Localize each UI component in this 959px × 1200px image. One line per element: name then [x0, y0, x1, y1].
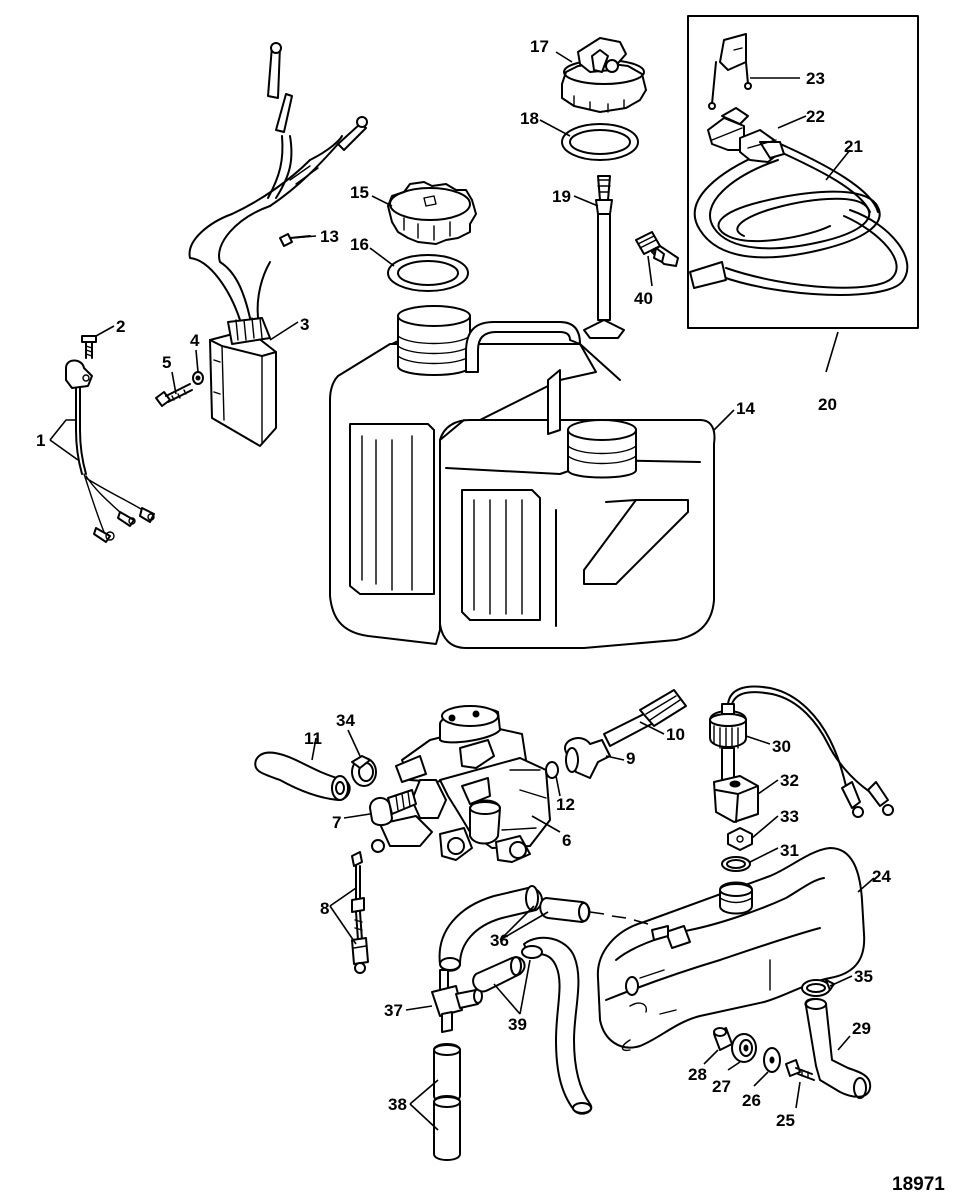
- callout-37: 37: [384, 1001, 403, 1020]
- part-22-connector: [707, 107, 785, 163]
- part-40-fitting: [635, 231, 679, 267]
- part-14-fuel-tanks: [329, 305, 716, 649]
- callout-16: 16: [350, 235, 369, 254]
- callout-30: 30: [772, 737, 791, 756]
- part-12-o-ring: [545, 761, 559, 779]
- part-38-hoses: [433, 1043, 461, 1161]
- callout-19: 19: [552, 187, 571, 206]
- callout-40: 40: [634, 289, 653, 308]
- callout-27: 27: [712, 1077, 731, 1096]
- callout-18: 18: [520, 109, 539, 128]
- callout-20: 20: [818, 395, 837, 414]
- callout-34: 34: [336, 711, 355, 730]
- part-3-module: [188, 42, 368, 447]
- part-23-bracket: [708, 33, 752, 110]
- part-6-fuel-pump: [371, 705, 551, 863]
- part-26-washer: [763, 1047, 781, 1073]
- part-9-fitting: [564, 737, 611, 779]
- part-20-kit-box: [687, 15, 919, 329]
- part-13-screw: [279, 233, 311, 247]
- callout-39: 39: [508, 1015, 527, 1034]
- callout-31: 31: [780, 841, 799, 860]
- part-29-hose: [804, 998, 872, 1099]
- callout-11: 11: [304, 729, 322, 748]
- callout-22: 22: [806, 107, 825, 126]
- part-36-hose: [438, 885, 649, 972]
- callout-12: 12: [556, 795, 575, 814]
- part-35-clamp: [801, 979, 835, 997]
- part-16-gasket: [387, 254, 469, 292]
- callout-13: 13: [320, 227, 339, 246]
- callout-6: 6: [562, 831, 571, 850]
- leader-lines: [49, 51, 875, 1131]
- callout-25: 25: [776, 1111, 795, 1130]
- callout-26: 26: [742, 1091, 761, 1110]
- callout-2: 2: [116, 317, 125, 336]
- part-27-grommet: [731, 1033, 757, 1063]
- callout-1: 1: [36, 431, 45, 450]
- callout-32: 32: [780, 771, 799, 790]
- part-19-pickup-tube: [583, 175, 625, 339]
- part-11-hose: [254, 751, 351, 801]
- part-5-bolt: [155, 383, 193, 407]
- callout-24: 24: [872, 867, 891, 886]
- callout-4: 4: [190, 331, 200, 350]
- callout-15: 15: [350, 183, 369, 202]
- callout-23: 23: [806, 69, 825, 88]
- callout-36: 36: [490, 931, 509, 950]
- callout-28: 28: [688, 1065, 707, 1084]
- part-4-washer: [192, 371, 204, 385]
- part-31-o-ring: [721, 856, 751, 872]
- part-25-bolt: [785, 1059, 815, 1081]
- callout-21: 21: [844, 137, 863, 156]
- part-34-clamp: [351, 755, 377, 787]
- callout-33: 33: [780, 807, 799, 826]
- callout-8: 8: [320, 899, 329, 918]
- part-18-gasket: [561, 123, 639, 161]
- callout-35: 35: [854, 967, 873, 986]
- callout-14: 14: [736, 399, 755, 418]
- part-17-cap-fitting: [561, 37, 647, 113]
- part-7-bolt: [369, 789, 417, 826]
- part-1-wire-harness: [65, 359, 155, 543]
- part-2-screw: [81, 335, 97, 359]
- callout-7: 7: [332, 813, 341, 832]
- part-24-oil-tank: [596, 847, 866, 1052]
- callout-9: 9: [626, 749, 635, 768]
- callout-labels: 1 2 3 4 5 6 7 8 9 10 11 12 13 14 15 16 1…: [36, 37, 891, 1130]
- part-8-linkage: [351, 851, 369, 974]
- part-15-tank-cap: [387, 181, 477, 245]
- callout-3: 3: [300, 315, 309, 334]
- callout-10: 10: [666, 725, 685, 744]
- drawing-number: 18971: [892, 1174, 945, 1195]
- callout-38: 38: [388, 1095, 407, 1114]
- part-39-hose: [472, 936, 593, 1115]
- callout-17: 17: [530, 37, 549, 56]
- part-21-hose: [689, 141, 909, 296]
- part-37-tee-fitting: [431, 969, 483, 1033]
- part-28-plug: [713, 1027, 733, 1051]
- part-33-washer: [727, 827, 753, 851]
- part-32-block: [713, 775, 759, 823]
- callout-29: 29: [852, 1019, 871, 1038]
- callout-5: 5: [162, 353, 171, 372]
